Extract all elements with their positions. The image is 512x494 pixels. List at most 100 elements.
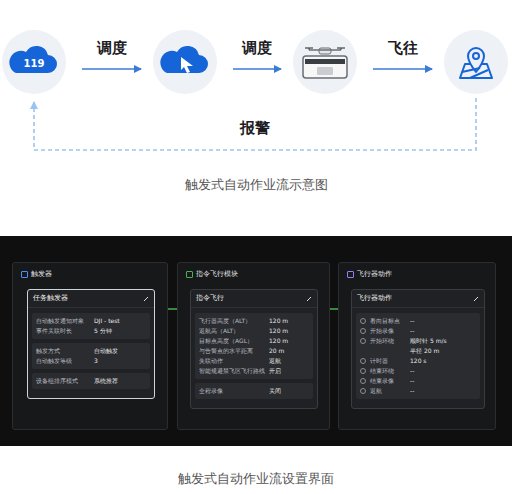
setting-row: 看向目标点-- — [360, 316, 476, 326]
panel-icon — [347, 271, 354, 278]
setting-value: -- — [410, 366, 454, 376]
cloud-icon — [9, 46, 57, 73]
caption: 触发式自动作业流示意图 — [0, 176, 512, 194]
setting-row: 目标点高度（AGL）120 m — [199, 336, 309, 346]
settings-group: 自动触发通知对象DJI - test事件关联时长5 分钟 — [32, 313, 150, 339]
row-icon — [360, 358, 366, 364]
setting-key: 目标点高度（AGL） — [199, 336, 269, 346]
config-card: 指令飞行飞行器高度（ALT）120 m返航高（ALT）120 m目标点高度（AG… — [190, 289, 318, 409]
setting-value: 顺时针 5 m/s 半径 20 m — [410, 336, 454, 356]
setting-row: 飞行器高度（ALT）120 m — [199, 316, 309, 326]
config-card: 飞行器动作看向目标点--开始录像--开始环绕顺时针 5 m/s 半径 20 m计… — [351, 289, 485, 409]
process-circle: 119 — [2, 30, 66, 94]
connector — [34, 98, 476, 150]
panel-icon — [186, 271, 193, 278]
setting-key: 与告警点的水平距离 — [199, 346, 269, 356]
setting-key: 事件关联时长 — [36, 326, 94, 336]
circle-label: 119 — [24, 58, 45, 69]
setting-row: 失联动作返航 — [199, 356, 309, 366]
setting-key: 计时器 — [370, 356, 410, 366]
module-panel: 触发器任务触发器自动触发通知对象DJI - test事件关联时长5 分钟触发方式… — [12, 262, 168, 430]
config-card: 任务触发器自动触发通知对象DJI - test事件关联时长5 分钟触发方式自动触… — [27, 289, 155, 399]
setting-row: 返航-- — [360, 386, 476, 396]
card-title: 指令飞行 — [196, 294, 224, 303]
setting-key: 结束录像 — [370, 376, 410, 386]
process-circle — [293, 30, 357, 94]
connector — [82, 68, 141, 70]
edge-label: 报警 — [237, 119, 273, 138]
card-header: 指令飞行 — [191, 290, 317, 308]
setting-value: 120 m — [269, 336, 288, 346]
card-header: 飞行器动作 — [352, 290, 484, 308]
row-icon — [360, 368, 366, 374]
map-pin-icon — [460, 48, 492, 78]
setting-key: 触发方式 — [36, 346, 94, 356]
setting-value: 关闭 — [269, 386, 281, 396]
setting-value: -- — [410, 386, 454, 396]
setting-key: 开始环绕 — [370, 336, 410, 346]
setting-value: 系统推荐 — [94, 376, 118, 386]
setting-value: -- — [410, 316, 454, 326]
process-circle — [444, 30, 508, 94]
setting-key: 自动触发通知对象 — [36, 316, 94, 326]
row-icon — [360, 318, 366, 324]
card-title: 飞行器动作 — [357, 294, 392, 303]
setting-row: 返航高（ALT）120 m — [199, 326, 309, 336]
setting-row: 设备组排序模式系统推荐 — [36, 376, 146, 386]
module-panel: 飞行器动作飞行器动作看向目标点--开始录像--开始环绕顺时针 5 m/s 半径 … — [338, 262, 496, 430]
row-icon — [360, 388, 366, 394]
setting-value: 开启 — [269, 366, 281, 376]
setting-key: 开始录像 — [370, 326, 410, 336]
panel-icon — [21, 271, 28, 278]
panel-header: 触发器 — [21, 270, 52, 279]
connector — [373, 68, 432, 70]
edge-label: 调度 — [94, 39, 130, 58]
setting-row: 自动触发通知对象DJI - test — [36, 316, 146, 326]
setting-key: 返航 — [370, 386, 410, 396]
setting-key: 智能规避禁飞区飞行路线 — [199, 366, 269, 376]
setting-row: 计时器120 s — [360, 356, 476, 366]
settings-group: 触发方式自动触发自动触发等级3 — [32, 343, 150, 369]
edge-label: 飞往 — [385, 39, 421, 58]
setting-row: 智能规避禁飞区飞行路线开启 — [199, 366, 309, 376]
setting-value: 20 m — [269, 346, 284, 356]
setting-key: 结束环绕 — [370, 366, 410, 376]
edit-icon — [143, 296, 149, 302]
setting-value: 自动触发 — [94, 346, 118, 356]
settings-group: 看向目标点--开始录像--开始环绕顺时针 5 m/s 半径 20 m计时器120… — [356, 313, 480, 399]
setting-key: 飞行器高度（ALT） — [199, 316, 269, 326]
edit-icon — [306, 296, 312, 302]
circles — [2, 30, 508, 94]
settings-group: 飞行器高度（ALT）120 m返航高（ALT）120 m目标点高度（AGL）12… — [195, 313, 313, 379]
edit-icon — [473, 296, 479, 302]
setting-key: 看向目标点 — [370, 316, 410, 326]
row-icon — [360, 338, 366, 344]
setting-row: 开始环绕顺时针 5 m/s 半径 20 m — [360, 336, 476, 356]
setting-key: 失联动作 — [199, 356, 269, 366]
setting-value: 120 m — [269, 326, 288, 336]
setting-row: 自动触发等级3 — [36, 356, 146, 366]
setting-row: 触发方式自动触发 — [36, 346, 146, 356]
panel-title: 触发器 — [31, 270, 52, 279]
setting-row: 结束环绕-- — [360, 366, 476, 376]
setting-key: 设备组排序模式 — [36, 376, 94, 386]
settings-group: 设备组排序模式系统推荐 — [32, 373, 150, 389]
setting-row: 事件关联时长5 分钟 — [36, 326, 146, 336]
cloud-cursor-icon — [160, 46, 208, 73]
module-panel: 指令飞行模块指令飞行飞行器高度（ALT）120 m返航高（ALT）120 m目标… — [177, 262, 330, 430]
row-icon — [360, 378, 366, 384]
process-circle — [153, 30, 217, 94]
setting-value: 120 s — [410, 356, 454, 366]
panel-header: 指令飞行模块 — [186, 270, 238, 279]
setting-row: 与告警点的水平距离20 m — [199, 346, 309, 356]
panel-header: 飞行器动作 — [347, 270, 392, 279]
setting-value: 120 m — [269, 316, 288, 326]
edge-label: 调度 — [239, 39, 275, 58]
panel-title: 飞行器动作 — [357, 270, 392, 279]
setting-value: 返航 — [269, 356, 281, 366]
connector — [233, 68, 281, 70]
setting-key: 返航高（ALT） — [199, 326, 269, 336]
setting-value: -- — [410, 376, 454, 386]
setting-key: 全程录像 — [199, 386, 269, 396]
setting-row: 全程录像关闭 — [199, 386, 309, 396]
